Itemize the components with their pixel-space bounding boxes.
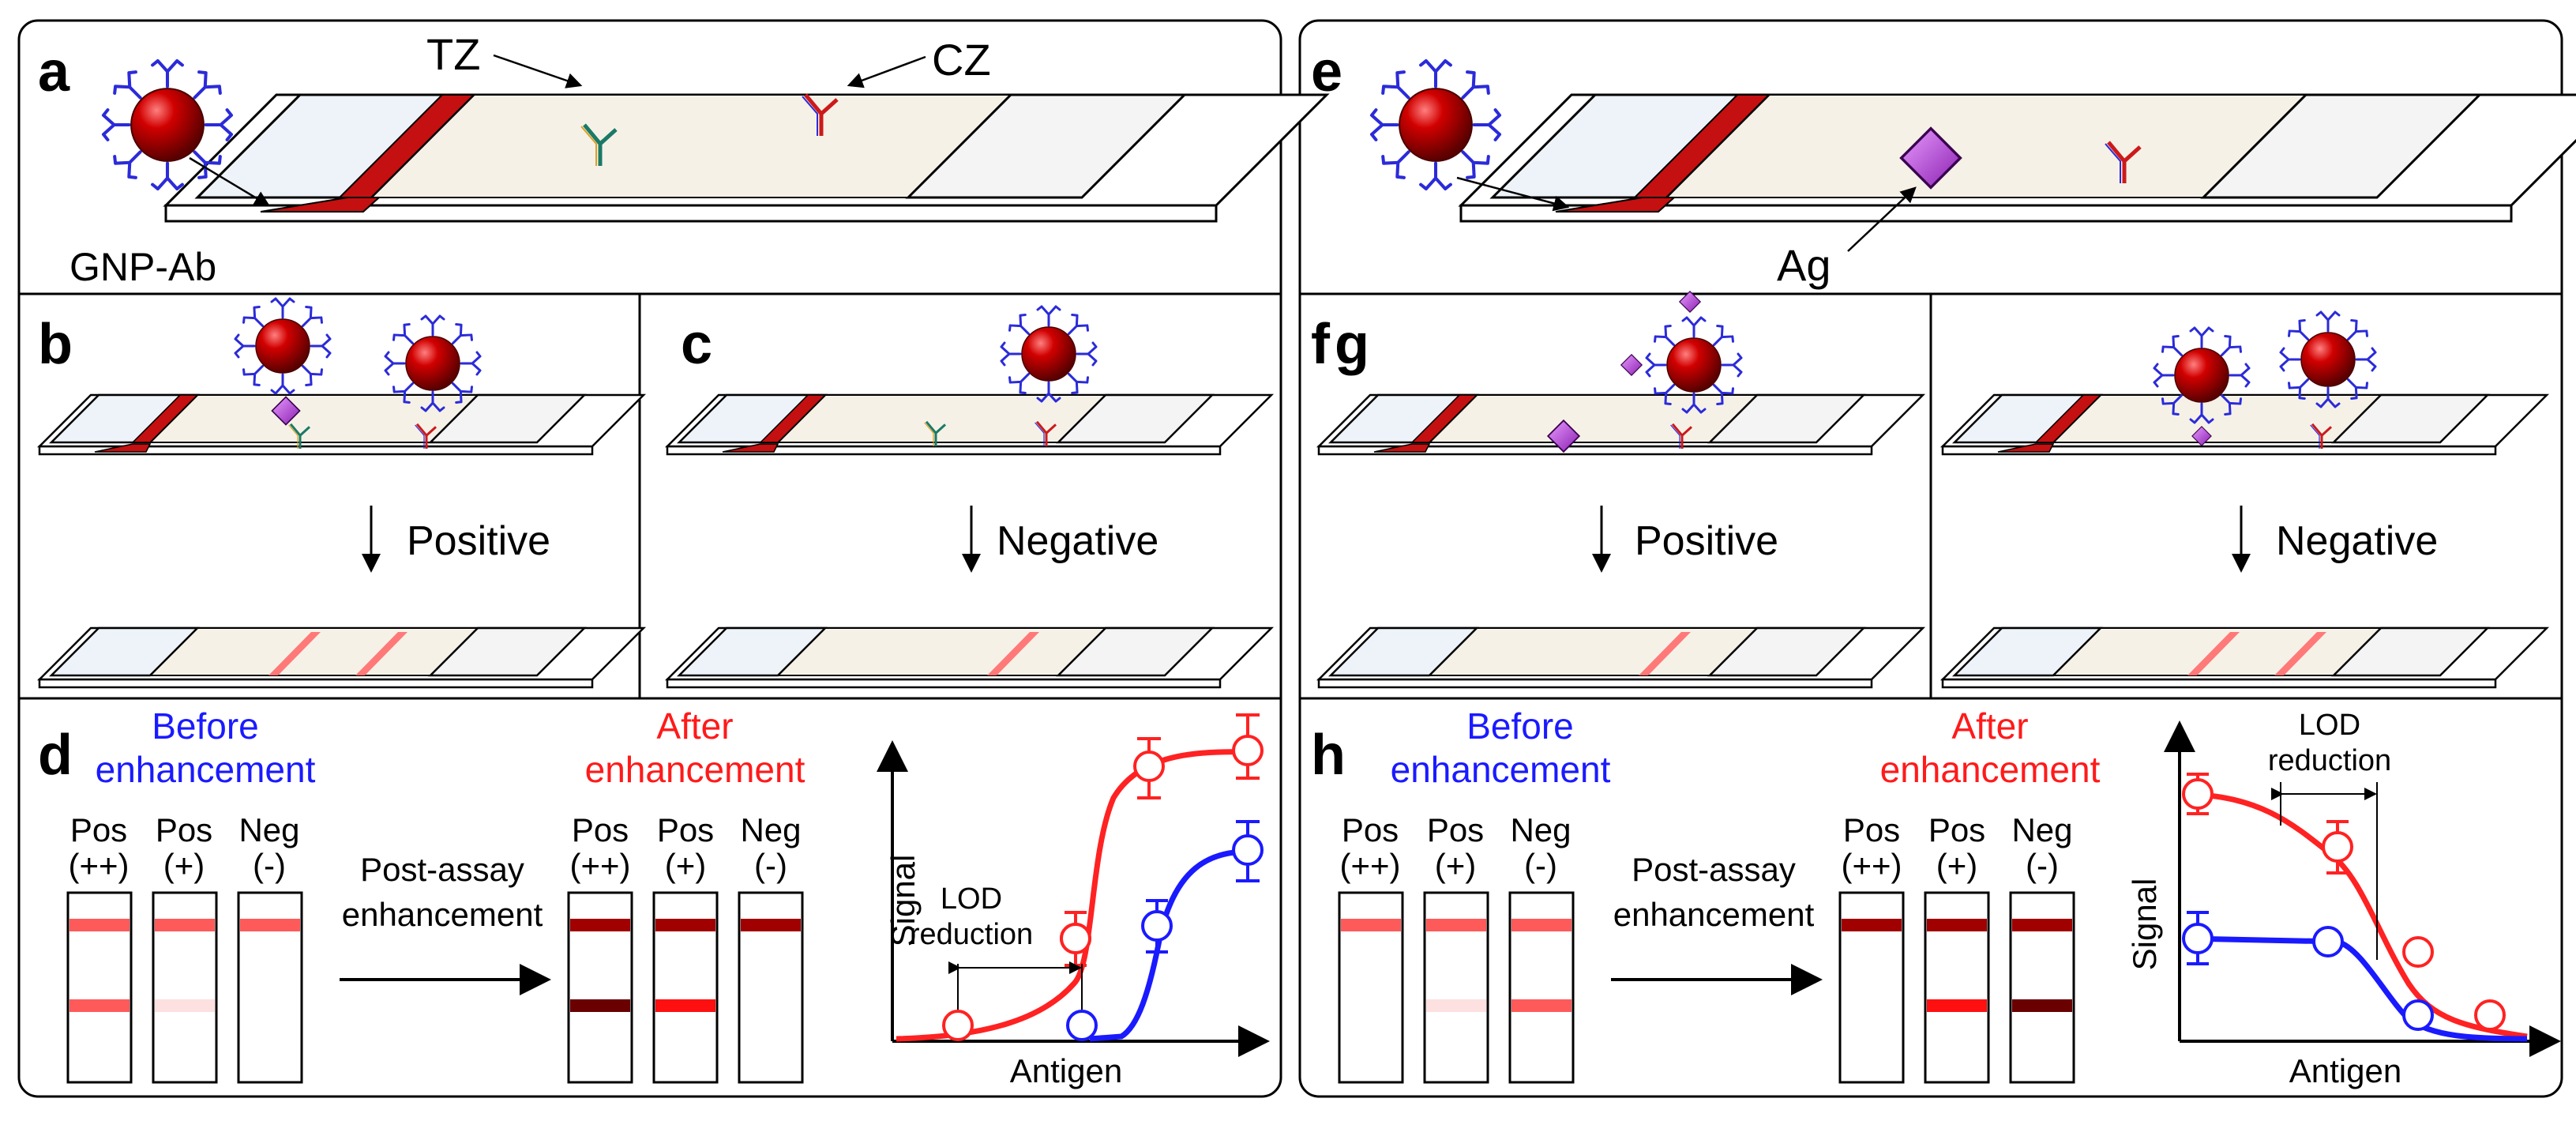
strip-sublabel: (+) (163, 847, 205, 884)
enhance-arrow-label-1: Post-assay (1632, 851, 1796, 888)
strip-sublabel: (+) (1936, 847, 1978, 884)
gnp-ab-particle (1372, 61, 1500, 189)
strips-before: Pos (++) Pos (+) Neg (-) (1338, 811, 1575, 1084)
strip-sublabel: (-) (754, 847, 787, 884)
after-title-2: enhancement (585, 749, 805, 790)
enhance-arrow-label-2: enhancement (1613, 896, 1815, 933)
panel-label-c: c (681, 313, 712, 376)
after-title-1: After (656, 705, 733, 747)
panel-h: h Before enhancement After enhancement P… (1311, 705, 2561, 1089)
panel-c: c Negative (666, 307, 1273, 689)
graph-h: Signal Antigen LOD reduction (2126, 709, 2561, 1089)
lod-label-2: reduction (2268, 744, 2391, 777)
strip-label: Pos (1342, 811, 1399, 848)
panel-label-h: h (1311, 724, 1346, 787)
strip-label: Pos (1928, 811, 1985, 848)
curve-blue (1089, 848, 1249, 1042)
lod-label-1: LOD (941, 882, 1002, 916)
lod-label-2: reduction (910, 918, 1033, 951)
panel-label-e: e (1311, 40, 1342, 103)
before-title-2: enhancement (96, 749, 316, 790)
strip-sublabel: (++) (569, 847, 630, 884)
strip-label: Pos (70, 811, 127, 848)
strip-label: Pos (657, 811, 714, 848)
panel-label-f: f (1311, 313, 1331, 376)
strip-sublabel: (-) (1524, 847, 1557, 884)
panel-g: g Negative (1335, 312, 2548, 689)
strip-label: Neg (2011, 811, 2072, 848)
gnp-ab-label: GNP-Ab (69, 245, 216, 289)
strip-sublabel: (+) (665, 847, 707, 884)
panel-label-d: d (38, 724, 73, 787)
right-panel-frame (1298, 19, 2563, 1098)
enhance-arrow-label-2: enhancement (342, 896, 543, 933)
strips-after: Pos (++) Pos (+) Neg (-) (567, 811, 804, 1084)
graph-d: Signal Antigen (877, 713, 1270, 1089)
curve-blue (2187, 935, 2528, 1042)
panel-a: a TZ CZ GNP-Ab (38, 29, 1328, 289)
tz-label: TZ (426, 29, 480, 79)
strip-label: Pos (1843, 811, 1900, 848)
after-title-1: After (1951, 705, 2028, 747)
strip-label: Neg (740, 811, 801, 848)
y-axis-label: Signal (884, 855, 922, 947)
after-title-2: enhancement (1880, 749, 2101, 790)
ag-label: Ag (1777, 240, 1831, 290)
left-panel-frame (17, 19, 1282, 1098)
panel-f: f Positive (1311, 291, 1924, 689)
strip-sublabel: (-) (2026, 847, 2059, 884)
curve-red (2187, 791, 2528, 1040)
cz-label: CZ (932, 35, 991, 85)
strip-sublabel: (++) (1841, 847, 1902, 884)
strip-sublabel: (+) (1435, 847, 1477, 884)
result-positive: Positive (1635, 518, 1778, 564)
panel-label-g: g (1335, 313, 1369, 376)
lod-label-1: LOD (2299, 709, 2360, 742)
result-negative: Negative (2276, 518, 2438, 564)
result-negative: Negative (997, 518, 1158, 564)
strip-sublabel: (++) (1339, 847, 1400, 884)
before-title-1: Before (1466, 705, 1574, 747)
x-axis-label: Antigen (1010, 1052, 1122, 1089)
strips-before: Pos (++) Pos (+) Neg (-) (66, 811, 303, 1084)
strip-label: Neg (238, 811, 299, 848)
panel-label-b: b (38, 313, 73, 376)
strip-label: Pos (572, 811, 629, 848)
before-title-1: Before (152, 705, 259, 747)
panel-label-a: a (38, 40, 70, 103)
strip-sublabel: (-) (253, 847, 286, 884)
strip-label: Pos (1427, 811, 1484, 848)
panel-e: e Ag (1311, 40, 2576, 290)
panel-d: d Before enhancement After enhancement P… (38, 705, 1270, 1089)
panel-b: b Positive (38, 299, 645, 689)
x-axis-label: Antigen (2289, 1052, 2401, 1089)
strip-sublabel: (++) (68, 847, 129, 884)
strip-label: Neg (1510, 811, 1571, 848)
strip-label: Pos (156, 811, 212, 848)
result-positive: Positive (407, 518, 550, 564)
enhance-arrow-label-1: Post-assay (360, 851, 524, 888)
y-axis-label: Signal (2126, 878, 2163, 971)
before-title-2: enhancement (1391, 749, 1611, 790)
strips-after: Pos (++) Pos (+) Neg (-) (1838, 811, 2075, 1084)
